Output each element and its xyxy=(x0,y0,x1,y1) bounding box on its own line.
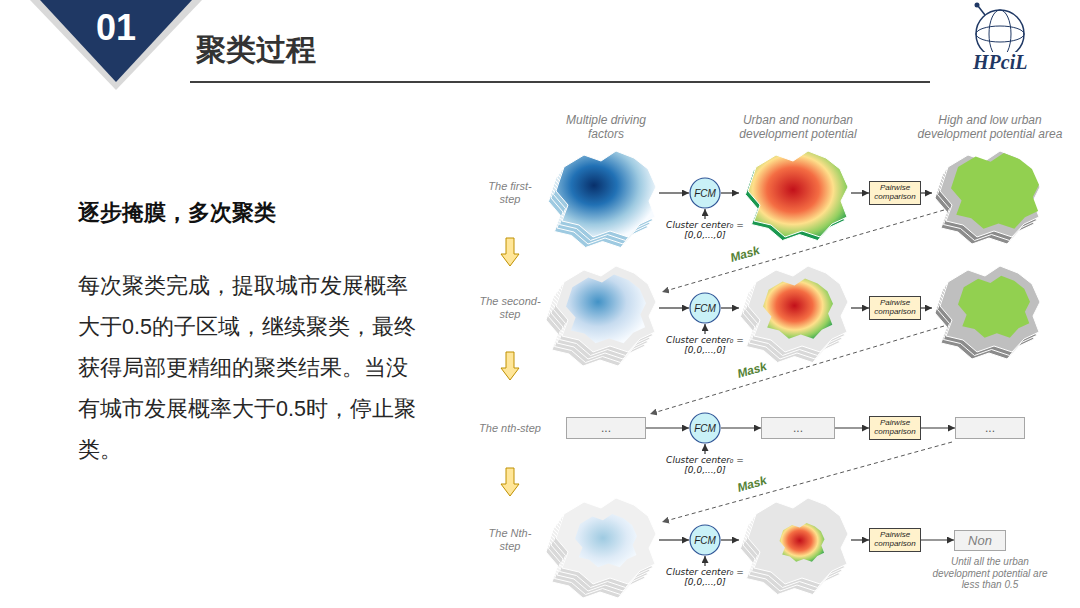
fcm-circle: FCM xyxy=(689,292,721,324)
node-text: Pairwise comparison xyxy=(873,531,917,549)
node-text: ... xyxy=(793,421,803,435)
map-stack xyxy=(935,151,1040,244)
logo-text: HPciL xyxy=(970,52,1030,72)
map-stack xyxy=(546,266,656,366)
placeholder-box: ... xyxy=(566,417,646,439)
flow-arrow xyxy=(646,427,689,428)
map-stack xyxy=(935,266,1040,359)
body-text: 每次聚类完成，提取城市发展概率大于0.5的子区域，继续聚类，最终获得局部更精细的… xyxy=(78,266,426,471)
step-arrow xyxy=(501,352,519,380)
map-stack xyxy=(741,498,849,595)
node-text: FCM xyxy=(694,303,716,314)
fcm-circle: FCM xyxy=(689,177,721,209)
step-label: The first-step xyxy=(479,180,541,206)
flow-arrow xyxy=(659,539,689,540)
fcm-circle: FCM xyxy=(689,524,721,556)
flow-arrow xyxy=(659,307,689,308)
flow-arrow xyxy=(721,539,739,540)
step-label: The nth-step xyxy=(479,422,541,435)
map-stack xyxy=(549,151,657,248)
cluster-center-note: Cluster center₀ =[0,0,...,0] xyxy=(657,220,753,241)
node-text: Pairwise comparison xyxy=(873,184,917,202)
flow-arrow xyxy=(851,539,869,540)
flow-arrow xyxy=(721,307,739,308)
flow-arrow xyxy=(921,192,932,193)
flow-arrow xyxy=(704,209,705,219)
cluster-center-note: Cluster center₀ =[0,0,...,0] xyxy=(657,335,753,356)
step-label: The Nth-step xyxy=(479,527,541,553)
result-box: Non xyxy=(954,530,1006,551)
flow-arrow xyxy=(835,427,869,428)
node-text: FCM xyxy=(694,535,716,546)
mask-label: Mask xyxy=(734,359,771,382)
mask-arrow xyxy=(650,326,944,414)
title-rule xyxy=(190,81,930,83)
cluster-center-note: Cluster center₀ =[0,0,...,0] xyxy=(657,567,753,588)
flow-arrow xyxy=(704,324,705,334)
header-shadow xyxy=(30,0,202,90)
node-text: ... xyxy=(985,421,995,435)
section-number: 01 xyxy=(96,7,136,49)
comparison-box: Pairwise comparison xyxy=(869,181,921,205)
map-stack xyxy=(746,151,849,241)
cluster-center-note: Cluster center₀ =[0,0,...,0] xyxy=(657,455,753,476)
node-text: FCM xyxy=(694,188,716,199)
mask-arrow xyxy=(662,442,952,522)
map-stack xyxy=(546,498,656,598)
step-arrow xyxy=(501,238,519,266)
flow-arrow xyxy=(659,192,689,193)
node-text: FCM xyxy=(694,423,716,434)
node-text: ... xyxy=(601,421,611,435)
column-header: Multiple driving factors xyxy=(563,113,649,142)
logo-globe xyxy=(975,3,1025,59)
comparison-box: Pairwise comparison xyxy=(869,528,921,552)
placeholder-box: ... xyxy=(761,417,835,439)
node-text: Pairwise comparison xyxy=(873,419,917,437)
flow-arrow xyxy=(721,192,739,193)
slide-title: 聚类过程 xyxy=(196,30,316,71)
flow-arrow xyxy=(704,444,705,454)
map-stack xyxy=(741,266,849,363)
stop-note: Until all the urban development potentia… xyxy=(923,556,1057,591)
column-header: Urban and nonurban development potential xyxy=(728,113,868,142)
section-heading: 逐步掩膜，多次聚类 xyxy=(78,198,276,228)
comparison-box: Pairwise comparison xyxy=(869,296,921,320)
step-arrow xyxy=(501,468,519,496)
flow-arrow xyxy=(851,307,869,308)
fcm-circle: FCM xyxy=(689,412,721,444)
flow-arrow xyxy=(704,556,705,566)
column-header: High and low urban development potential… xyxy=(907,113,1073,142)
flow-arrow xyxy=(921,427,955,428)
mask-label: Mask xyxy=(727,243,764,266)
placeholder-box: ... xyxy=(955,417,1025,439)
flow-arrow xyxy=(721,427,761,428)
step-label: The second-step xyxy=(479,295,541,321)
header-triangle xyxy=(40,0,192,82)
comparison-box: Pairwise comparison xyxy=(869,416,921,440)
flow-arrow xyxy=(921,307,932,308)
flow-arrow xyxy=(851,192,869,193)
flow-arrow xyxy=(921,539,954,540)
mask-label: Mask xyxy=(734,473,771,496)
node-text: Non xyxy=(968,533,992,548)
node-text: Pairwise comparison xyxy=(873,299,917,317)
